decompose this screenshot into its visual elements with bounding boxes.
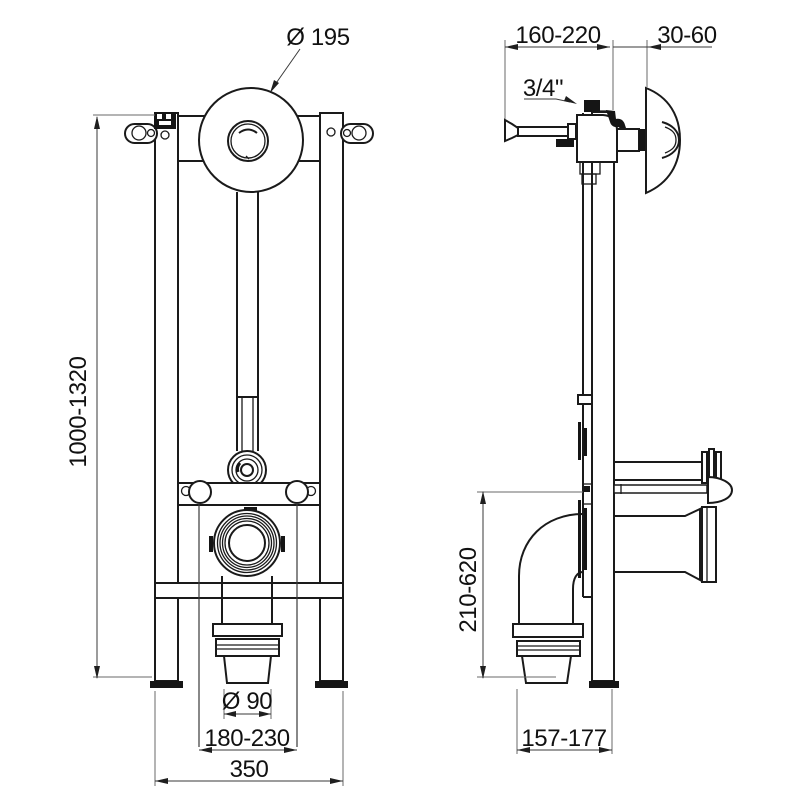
depth-adjustment-label: 160-220	[515, 22, 600, 49]
flush-valve-assembly	[504, 100, 618, 185]
waste-elbow	[512, 513, 584, 684]
soil-connector-pipe	[613, 506, 717, 583]
dim-fixing-centres: 180-230	[199, 725, 297, 753]
flush-plate-diameter-label: Ø 195	[286, 24, 349, 51]
dim-frame-height: 1000-1320	[65, 114, 155, 679]
fixing-crossbar	[177, 480, 321, 506]
dimension-annotations: Ø 195 1000-1320 160-220 30-60	[65, 22, 717, 786]
dim-water-inlet: 3/4"	[523, 75, 577, 104]
right-wall-tab	[340, 123, 374, 144]
flush-pipe-front	[236, 192, 259, 451]
frame-width-label: 350	[230, 756, 269, 783]
base-depth-label: 157-177	[521, 725, 606, 752]
rail-fixing-bracket	[154, 112, 176, 140]
dim-depth-adjustment: 160-220	[504, 22, 614, 119]
right-base-plate	[315, 681, 348, 688]
drain-spout-front	[212, 576, 283, 684]
left-wall-tab	[124, 123, 158, 144]
dim-flush-plate-diameter: Ø 195	[270, 24, 350, 93]
outlet-height-label: 210-620	[455, 547, 482, 632]
flush-pipe-side	[613, 448, 734, 505]
fixing-centres-label: 180-230	[204, 725, 289, 752]
front-lower-crossbar	[154, 582, 344, 599]
side-rail	[591, 111, 615, 682]
water-inlet-label: 3/4"	[523, 75, 563, 102]
drain-fitting	[209, 507, 285, 577]
flush-plate-side	[616, 86, 682, 195]
dim-wall-thickness: 30-60	[613, 22, 717, 87]
fixing-studs	[578, 422, 594, 578]
dim-frame-width: 350	[154, 691, 344, 786]
wall-bracket	[592, 110, 627, 133]
left-base-plate	[150, 681, 183, 688]
dim-outlet-diameter: Ø 90	[222, 688, 273, 719]
flush-plate	[198, 87, 304, 193]
outlet-diameter-label: Ø 90	[222, 688, 272, 715]
dim-outlet-height: 210-620	[455, 491, 583, 679]
front-view	[124, 87, 374, 747]
side-base-plate	[589, 681, 619, 688]
frame-height-label: 1000-1320	[65, 356, 92, 467]
side-view	[504, 86, 734, 688]
dim-base-depth: 157-177	[516, 689, 613, 754]
wall-thickness-label: 30-60	[657, 22, 716, 49]
rail-hole	[326, 127, 336, 137]
